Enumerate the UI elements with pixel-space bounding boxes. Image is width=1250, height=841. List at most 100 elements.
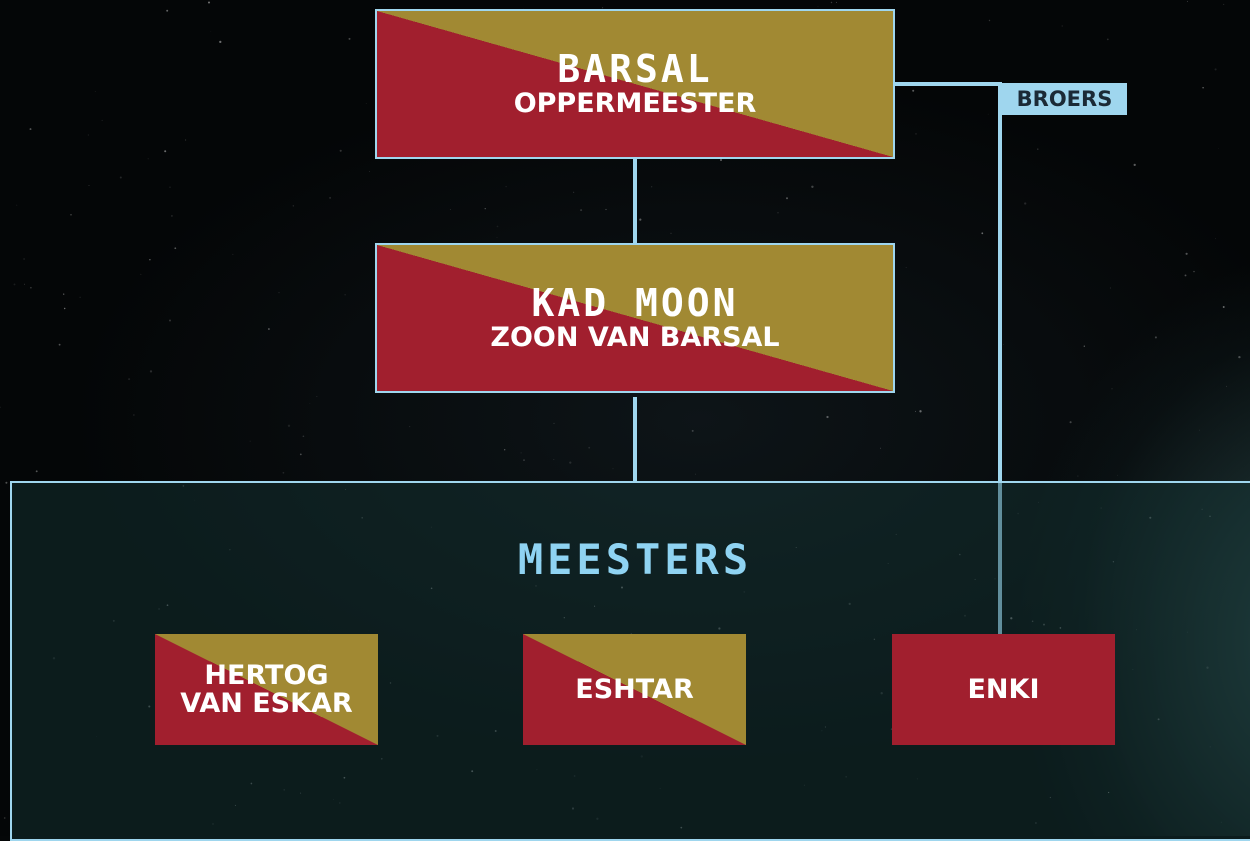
star	[1002, 344, 1004, 345]
star	[24, 283, 25, 285]
star	[1238, 355, 1241, 359]
star	[343, 776, 346, 779]
star	[824, 726, 826, 728]
star	[63, 307, 66, 310]
star	[119, 176, 122, 179]
star	[219, 40, 222, 44]
star	[504, 449, 506, 451]
star	[147, 158, 149, 160]
connector-kad-moon-group	[633, 397, 637, 482]
star	[596, 817, 599, 820]
star	[13, 283, 16, 286]
star	[994, 578, 996, 580]
star	[30, 286, 32, 289]
star	[212, 823, 214, 825]
star	[845, 776, 847, 778]
star	[1149, 516, 1152, 519]
star	[691, 429, 694, 432]
star	[309, 403, 311, 405]
star	[659, 788, 661, 789]
star	[436, 734, 439, 737]
star	[344, 294, 346, 296]
star	[149, 259, 151, 261]
star	[1222, 306, 1225, 308]
star	[880, 692, 883, 695]
star	[536, 769, 538, 771]
star	[300, 792, 302, 794]
star	[1206, 666, 1209, 669]
star	[79, 296, 81, 298]
star	[1109, 287, 1111, 289]
node-kad-moon-title: KAD MOON	[531, 281, 739, 325]
star	[890, 728, 893, 730]
star	[302, 435, 305, 438]
star	[905, 267, 907, 268]
star	[185, 139, 187, 141]
star	[571, 807, 575, 810]
star	[811, 185, 814, 188]
star	[170, 214, 173, 217]
star	[484, 208, 486, 210]
star	[1209, 515, 1211, 518]
star	[981, 232, 984, 235]
star	[539, 559, 542, 562]
star	[278, 292, 280, 294]
star	[344, 488, 346, 490]
star	[520, 452, 522, 454]
star	[430, 526, 432, 528]
star	[718, 627, 721, 630]
star	[915, 133, 917, 135]
star	[283, 789, 285, 791]
star	[569, 461, 572, 464]
star	[505, 185, 507, 188]
member-hertog-van-eskar-label: HERTOG VAN ESKAR	[180, 659, 353, 719]
star	[1077, 475, 1079, 477]
star	[1217, 148, 1219, 150]
star	[1132, 669, 1134, 670]
star	[234, 804, 236, 806]
star	[70, 213, 72, 216]
node-kad-moon: KAD MOON ZOON VAN BARSAL	[375, 243, 895, 393]
star	[316, 396, 318, 397]
star	[88, 184, 90, 186]
star	[166, 9, 169, 12]
star	[292, 205, 294, 207]
star	[914, 410, 917, 412]
star	[449, 208, 451, 211]
star	[1226, 385, 1227, 387]
star	[23, 258, 25, 260]
star	[1214, 68, 1217, 71]
star	[1059, 627, 1062, 629]
star	[29, 128, 32, 131]
star	[605, 208, 607, 211]
star	[880, 447, 881, 449]
star	[1186, 0, 1189, 3]
star	[1185, 252, 1188, 255]
star	[101, 119, 103, 121]
star	[553, 422, 555, 424]
star	[821, 730, 823, 732]
star	[1184, 274, 1187, 277]
star	[595, 547, 597, 550]
star	[5, 481, 8, 484]
star	[1202, 86, 1204, 89]
star	[494, 730, 497, 732]
member-enki-label: ENKI	[967, 673, 1040, 705]
star	[919, 410, 922, 413]
star	[523, 459, 525, 461]
star	[964, 614, 966, 617]
star	[817, 6, 819, 7]
star	[96, 736, 97, 737]
star	[1017, 512, 1019, 515]
star	[149, 370, 153, 373]
star	[795, 547, 797, 548]
star	[249, 440, 251, 442]
star	[1117, 474, 1119, 476]
star	[1154, 336, 1157, 339]
star	[94, 91, 96, 93]
star	[169, 186, 171, 188]
star	[670, 232, 672, 234]
star	[193, 499, 195, 501]
star	[299, 453, 302, 456]
star	[87, 134, 89, 136]
